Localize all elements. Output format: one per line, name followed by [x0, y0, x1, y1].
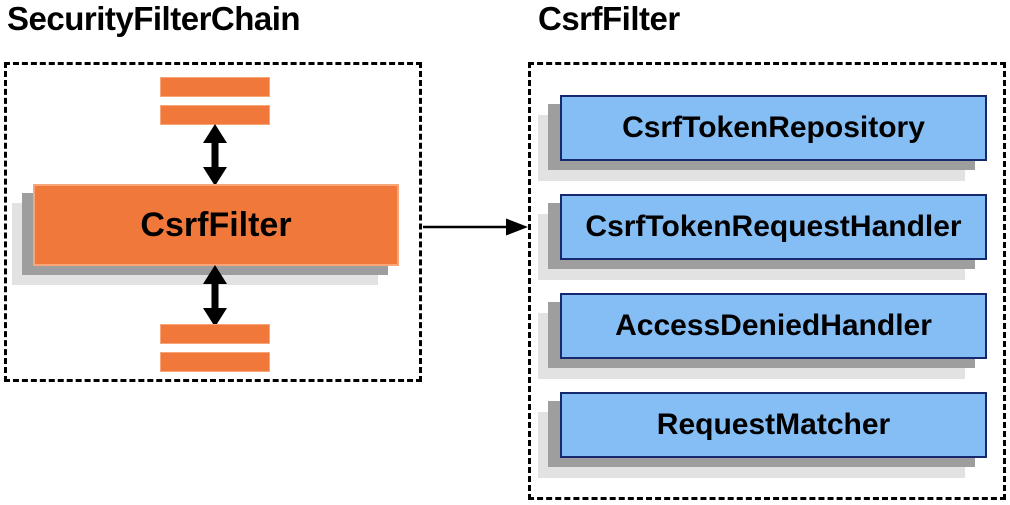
csrf-filter-node: CsrfFilter: [33, 184, 399, 266]
right-panel-title: CsrfFilter: [538, 0, 680, 37]
filter-bar: [160, 105, 270, 125]
flow-arrow-icon: [423, 218, 528, 236]
component-label: CsrfTokenRequestHandler: [585, 210, 962, 243]
bidirectional-arrow-icon: [203, 124, 227, 186]
component-label: RequestMatcher: [656, 408, 891, 441]
security-filter-chain-container: [4, 62, 422, 382]
component-label: AccessDeniedHandler: [615, 309, 932, 342]
filter-bar: [160, 324, 270, 344]
csrf-filter-container: [528, 62, 1006, 500]
component-box-csrf-token-repository: CsrfTokenRepository: [560, 95, 987, 161]
csrf-filter-node-label: CsrfFilter: [140, 205, 292, 244]
bidirectional-arrow-icon: [203, 265, 227, 327]
filter-bar: [160, 352, 270, 372]
component-box-access-denied-handler: AccessDeniedHandler: [560, 293, 987, 359]
component-label: CsrfTokenRepository: [622, 111, 925, 144]
component-box-csrf-token-request-handler: CsrfTokenRequestHandler: [560, 194, 987, 260]
left-panel-title: SecurityFilterChain: [7, 0, 301, 37]
component-box-request-matcher: RequestMatcher: [560, 392, 987, 458]
filter-bar: [160, 77, 270, 97]
